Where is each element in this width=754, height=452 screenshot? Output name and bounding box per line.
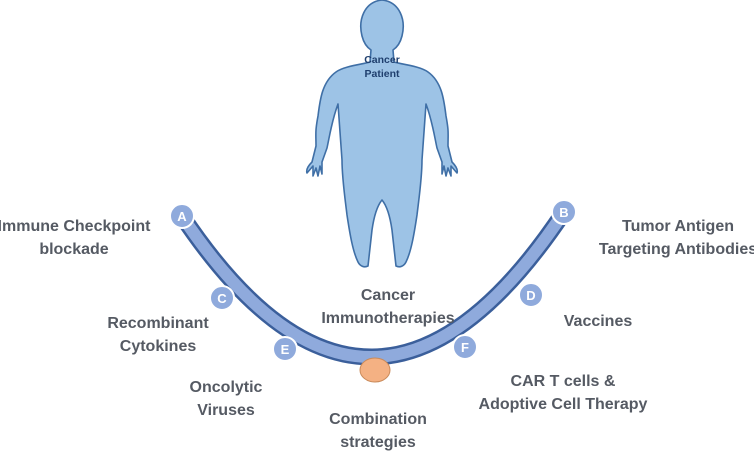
node-F-circle[interactable] xyxy=(452,334,478,360)
label-F-line2: Adoptive Cell Therapy xyxy=(479,396,648,413)
node-A[interactable]: A xyxy=(169,203,195,229)
label-combination-line2: strategies xyxy=(340,434,416,451)
arc-band xyxy=(176,206,570,363)
label-E-line2: Viruses xyxy=(197,402,255,419)
node-C-circle[interactable] xyxy=(209,285,235,311)
patient-label-line1: Cancer xyxy=(364,54,400,66)
node-E-circle[interactable] xyxy=(272,336,298,362)
node-combination[interactable] xyxy=(359,357,391,383)
node-F[interactable]: F xyxy=(452,334,478,360)
label-F-line1: CAR T cells & xyxy=(511,373,616,390)
node-B-letter: B xyxy=(559,205,568,220)
combination-node[interactable] xyxy=(359,357,391,383)
label-D-line1: Vaccines xyxy=(564,313,633,330)
center-label-line2: Immunotherapies xyxy=(321,310,454,327)
label-C-line1: Recombinant xyxy=(107,315,209,332)
node-C-letter: C xyxy=(217,291,227,306)
node-B-circle[interactable] xyxy=(551,199,577,225)
label-B-line2: Targeting Antibodies xyxy=(599,241,754,258)
patient-label-line2: Patient xyxy=(364,68,400,80)
node-A-circle[interactable] xyxy=(169,203,195,229)
node-D-letter: D xyxy=(526,288,535,303)
node-A-letter: A xyxy=(177,209,187,224)
label-A-line1: Immune Checkpoint xyxy=(0,218,151,235)
label-B-line1: Tumor Antigen xyxy=(622,218,734,235)
node-C[interactable]: C xyxy=(209,285,235,311)
node-D[interactable]: D xyxy=(518,282,544,308)
label-combination-line1: Combination xyxy=(329,411,427,428)
node-F-letter: F xyxy=(461,340,469,355)
center-label-line1: Cancer xyxy=(361,287,415,304)
therapy-arc xyxy=(173,203,573,366)
label-E-line1: Oncolytic xyxy=(190,379,263,396)
patient-silhouette xyxy=(305,0,459,268)
node-E[interactable]: E xyxy=(272,336,298,362)
patient-figure: Cancer Patient xyxy=(305,0,459,268)
node-D-circle[interactable] xyxy=(518,282,544,308)
label-A-line2: blockade xyxy=(39,241,108,258)
node-B[interactable]: B xyxy=(551,199,577,225)
node-E-letter: E xyxy=(281,342,290,357)
label-C-line2: Cytokines xyxy=(120,338,197,355)
